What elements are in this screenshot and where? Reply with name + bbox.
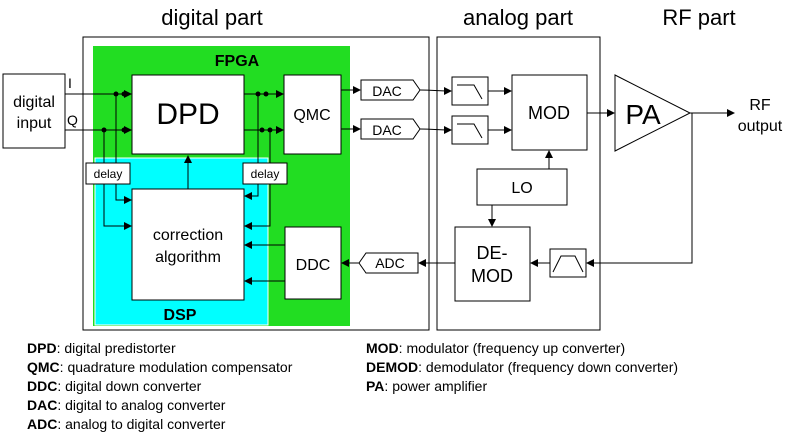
junction-dots xyxy=(101,91,273,133)
bandpass-filter-symbol xyxy=(552,255,584,273)
legend-desc: : digital predistorter xyxy=(56,340,176,356)
qmc-block xyxy=(283,74,342,155)
delay-box-right xyxy=(242,162,288,185)
dpd-label: DPD xyxy=(156,98,219,131)
junction-dot xyxy=(267,127,273,133)
lo-block xyxy=(476,168,568,206)
dac-block-i xyxy=(360,79,421,101)
rf-output-label-line1: RF xyxy=(749,97,771,114)
legend-right: MOD: modulator (frequency up converter) … xyxy=(366,339,678,396)
lowpass-filter-i xyxy=(451,76,489,106)
dpd-block xyxy=(131,74,245,155)
legend-desc: : analog to digital converter xyxy=(57,416,226,432)
legend-abbr: DPD xyxy=(27,340,57,356)
section-title-digital: digital part xyxy=(161,5,263,30)
correction-label-line1: correction xyxy=(153,227,223,244)
lowpass-filter-i-symbol xyxy=(457,84,483,100)
demod-label-line1: DE- xyxy=(477,243,508,263)
legend-abbr: MOD xyxy=(366,340,399,356)
junction-dot xyxy=(113,91,119,97)
digital-input-label-line2: input xyxy=(17,115,52,132)
legend-abbr: QMC xyxy=(27,359,60,375)
dac-label-q: DAC xyxy=(372,122,402,138)
correction-label-line2: algorithm xyxy=(155,249,221,266)
legend-abbr: ADC xyxy=(27,416,58,432)
junction-dot xyxy=(263,91,269,97)
rf-output-label-line2: output xyxy=(738,118,783,135)
digital-input-block xyxy=(2,73,66,149)
mod-label: MOD xyxy=(528,103,570,123)
legend-row: PA: power amplifier xyxy=(366,377,678,396)
legend-abbr: DDC xyxy=(27,378,58,394)
wire-dac-to-filter-q xyxy=(419,125,452,134)
demod-block xyxy=(454,226,531,302)
legend-row: ADC: analog to digital converter xyxy=(27,415,292,434)
pa-amplifier xyxy=(614,74,692,152)
legend-row: QMC: quadrature modulation compensator xyxy=(27,358,292,377)
legend-desc: : modulator (frequency up converter) xyxy=(398,340,626,356)
legend-abbr: DEMOD xyxy=(366,359,419,375)
dac-block-q xyxy=(360,118,421,140)
pa-label: PA xyxy=(625,99,661,130)
qmc-label: QMC xyxy=(293,107,330,124)
junction-dot xyxy=(101,127,107,133)
legend-row: DEMOD: demodulator (frequency down conve… xyxy=(366,358,678,377)
legend-desc: : digital down converter xyxy=(57,378,202,394)
section-title-rf: RF part xyxy=(662,5,735,30)
legend-row: MOD: modulator (frequency up converter) xyxy=(366,339,678,358)
dac-label-i: DAC xyxy=(372,83,402,99)
legend-row: DPD: digital predistorter xyxy=(27,339,292,358)
lowpass-filter-q-symbol xyxy=(457,123,483,139)
fpga-label: FPGA xyxy=(215,53,260,70)
ddc-block xyxy=(284,226,342,300)
legend-desc: : digital to analog converter xyxy=(57,397,226,413)
junction-dot xyxy=(121,91,127,97)
legend-row: DDC: digital down converter xyxy=(27,377,292,396)
legend-desc: : power amplifier xyxy=(384,378,488,394)
adc-label: ADC xyxy=(375,255,405,271)
wire-delay-left-to-correction-1 xyxy=(103,184,132,230)
wire-delay-left-to-correction-2 xyxy=(115,184,132,204)
legend-left: DPD: digital predistorter QMC: quadratur… xyxy=(27,339,292,434)
legend-row: DAC: digital to analog converter xyxy=(27,396,292,415)
legend-abbr: PA xyxy=(366,378,385,394)
correction-algorithm-block xyxy=(131,188,245,301)
q-signal-label: Q xyxy=(67,112,78,128)
wire-delay-right-to-correction-2 xyxy=(244,184,271,230)
digital-part-frame xyxy=(82,36,430,331)
legend-desc: : quadrature modulation compensator xyxy=(59,359,293,375)
lowpass-filter-q xyxy=(451,115,489,145)
wire-rf-feedback xyxy=(586,113,693,267)
legend-desc: : demodulator (frequency down converter) xyxy=(418,359,679,375)
ddc-label: DDC xyxy=(296,257,331,274)
dsp-label: DSP xyxy=(164,307,197,324)
bandpass-filter xyxy=(549,248,587,278)
dsp-region-outline xyxy=(94,157,269,326)
wire-dac-to-filter-i xyxy=(419,86,452,95)
delay-label-left: delay xyxy=(94,167,123,181)
junction-dot xyxy=(121,127,127,133)
digital-input-label-line1: digital xyxy=(13,94,55,111)
analog-part-frame xyxy=(436,36,601,331)
junction-dot xyxy=(259,127,265,133)
section-title-analog: analog part xyxy=(463,5,573,30)
legend-abbr: DAC xyxy=(27,397,58,413)
junction-dot xyxy=(255,91,261,97)
demod-label-line2: MOD xyxy=(471,266,513,286)
delay-box-left xyxy=(85,162,131,185)
delay-label-right: delay xyxy=(251,167,280,181)
lo-label: LO xyxy=(511,180,532,197)
i-signal-label: I xyxy=(68,75,72,91)
wire-delay-right-to-correction-1 xyxy=(244,184,259,200)
